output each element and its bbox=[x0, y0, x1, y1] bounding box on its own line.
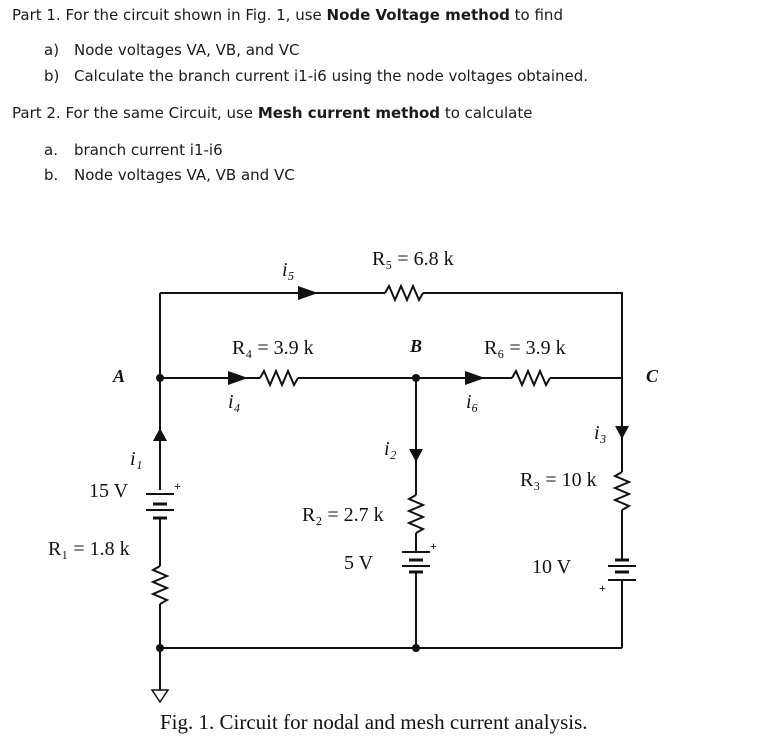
part2-item-a: a. bbox=[44, 141, 58, 159]
part1-item-b-text: Calculate the branch current i1-i6 using… bbox=[74, 67, 589, 85]
part2-item-b: b. bbox=[44, 166, 58, 184]
junction-bottom-left bbox=[156, 644, 164, 652]
node-c-label: C bbox=[646, 366, 659, 386]
node-b-label: B bbox=[409, 336, 422, 356]
part1-intro: Part 1. For the circuit shown in Fig. 1,… bbox=[12, 6, 327, 24]
i6-arrow-icon bbox=[465, 371, 485, 385]
r1-label: R₁ = 1.8 k bbox=[48, 538, 130, 560]
plus-15v: + bbox=[174, 479, 181, 493]
junction-bottom-center bbox=[412, 644, 420, 652]
resistor-r2 bbox=[406, 494, 426, 534]
list-marker: a. bbox=[44, 141, 58, 159]
part1-item-a-text: Node voltages VA, VB, and VC bbox=[74, 41, 300, 59]
part2-method: Mesh current method bbox=[257, 104, 441, 122]
list-marker: b. bbox=[44, 166, 59, 184]
node-b-dot bbox=[412, 374, 420, 382]
battery-10v-icon bbox=[608, 558, 636, 581]
resistor-r5 bbox=[384, 283, 424, 303]
r6-label: R₆ = 3.9 k bbox=[484, 337, 566, 359]
part1-method: Node Voltage method bbox=[326, 6, 510, 24]
wire-top-right bbox=[423, 292, 623, 380]
source-10v-label: 10 V bbox=[532, 556, 572, 578]
source-15v-label: 15 V bbox=[89, 480, 129, 502]
i1-label: i₁ bbox=[130, 448, 143, 470]
list-marker: a) bbox=[44, 41, 60, 59]
resistor-r1 bbox=[150, 565, 170, 605]
i2-label: i₂ bbox=[384, 438, 397, 460]
ground-icon bbox=[150, 689, 170, 704]
r5-label: R₅ = 6.8 k bbox=[372, 248, 454, 270]
part1-heading: Part 1. For the circuit shown in Fig. 1,… bbox=[12, 6, 563, 24]
battery-15v-icon bbox=[146, 493, 174, 520]
resistor-r3 bbox=[612, 471, 632, 511]
plus-10v: + bbox=[599, 581, 606, 595]
part2-heading: Part 2. For the same Circuit, use Mesh c… bbox=[12, 104, 532, 122]
battery-5v-icon bbox=[402, 551, 430, 574]
i1-arrow-icon bbox=[153, 428, 167, 441]
resistor-r4 bbox=[259, 368, 299, 388]
part1-item-b: b) bbox=[44, 67, 59, 85]
r4-label: R₄ = 3.9 k bbox=[232, 337, 314, 359]
plus-5v: + bbox=[430, 539, 437, 553]
r3-label: R₃ = 10 k bbox=[520, 469, 597, 491]
i3-arrow-icon bbox=[615, 426, 629, 439]
resistor-r6 bbox=[511, 368, 551, 388]
i2-arrow-icon bbox=[409, 449, 423, 462]
part2-suffix: to calculate bbox=[440, 104, 533, 122]
node-a-label: A bbox=[112, 366, 125, 386]
part1-item-a: a) bbox=[44, 41, 59, 59]
part2-item-a-text: branch current i1-i6 bbox=[74, 141, 223, 159]
part1-suffix: to find bbox=[509, 6, 563, 24]
source-5v-label: 5 V bbox=[344, 552, 374, 574]
part2-intro: Part 2. For the same Circuit, use bbox=[12, 104, 258, 122]
i6-label: i₆ bbox=[466, 391, 479, 413]
i3-label: i₃ bbox=[594, 422, 607, 444]
i5-label: i₅ bbox=[282, 259, 295, 281]
list-marker: b) bbox=[44, 67, 60, 85]
r2-label: R₂ = 2.7 k bbox=[302, 504, 384, 526]
part2-item-b-text: Node voltages VA, VB and VC bbox=[74, 166, 295, 184]
i5-arrow-icon bbox=[298, 286, 318, 300]
i4-label: i₄ bbox=[228, 391, 241, 413]
figure-caption: Fig. 1. Circuit for nodal and mesh curre… bbox=[160, 710, 588, 734]
node-a-dot bbox=[156, 374, 164, 382]
i4-arrow-icon bbox=[228, 371, 248, 385]
